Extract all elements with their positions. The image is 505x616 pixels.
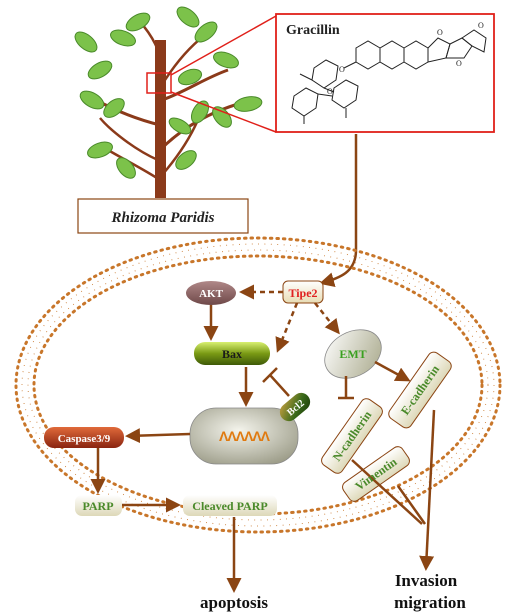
atom-symbol: O bbox=[456, 59, 462, 68]
n-cadherin-node-shape bbox=[321, 398, 383, 474]
highlight-box bbox=[146, 72, 172, 94]
plant-label-box bbox=[77, 198, 249, 234]
compound-name: Gracillin bbox=[286, 23, 340, 38]
structure-atoms: O O O O O bbox=[327, 21, 484, 96]
outcome-invasion: Invasion bbox=[395, 571, 458, 590]
plant-label: Rhizoma Paridis bbox=[111, 210, 215, 226]
atom-symbol: O bbox=[437, 28, 443, 37]
plant-illustration bbox=[74, 6, 277, 198]
plant-stem bbox=[155, 40, 166, 198]
bcl2-node-shape bbox=[279, 392, 311, 422]
gracillin-structure bbox=[291, 29, 487, 124]
atom-symbol: O bbox=[478, 21, 484, 30]
cleaved-parp-node-shape bbox=[183, 495, 277, 516]
node-emt: EMT bbox=[339, 347, 366, 361]
parp-node-shape bbox=[75, 495, 122, 516]
node-caspase: Caspase3/9 bbox=[58, 433, 111, 445]
compound-to-tipe2-arrow bbox=[319, 134, 358, 288]
pathway-arrows bbox=[90, 284, 436, 593]
compound-box bbox=[275, 13, 495, 133]
outcome-migration: migration bbox=[394, 593, 466, 612]
node-tipe2: Tipe2 bbox=[288, 286, 317, 300]
bax-node-shape bbox=[194, 342, 270, 365]
atom-symbol: O bbox=[339, 65, 345, 74]
node-cleaved-parp: Cleaved PARP bbox=[192, 499, 267, 513]
e-cadherin-node-shape bbox=[388, 351, 452, 429]
caspase-node-shape bbox=[44, 427, 124, 448]
vimentin-node-shape bbox=[342, 446, 410, 502]
akt-node-shape bbox=[186, 281, 236, 305]
node-bax: Bax bbox=[222, 347, 242, 361]
node-dna: ΛΛΛΛΛΛ bbox=[219, 428, 271, 444]
node-parp: PARP bbox=[82, 499, 113, 513]
node-akt: AKT bbox=[199, 288, 224, 300]
emt-node-shape bbox=[324, 329, 382, 379]
outcome-apoptosis: apoptosis bbox=[200, 593, 268, 612]
atom-symbol: O bbox=[327, 87, 333, 96]
nucleus-shape bbox=[189, 407, 299, 465]
